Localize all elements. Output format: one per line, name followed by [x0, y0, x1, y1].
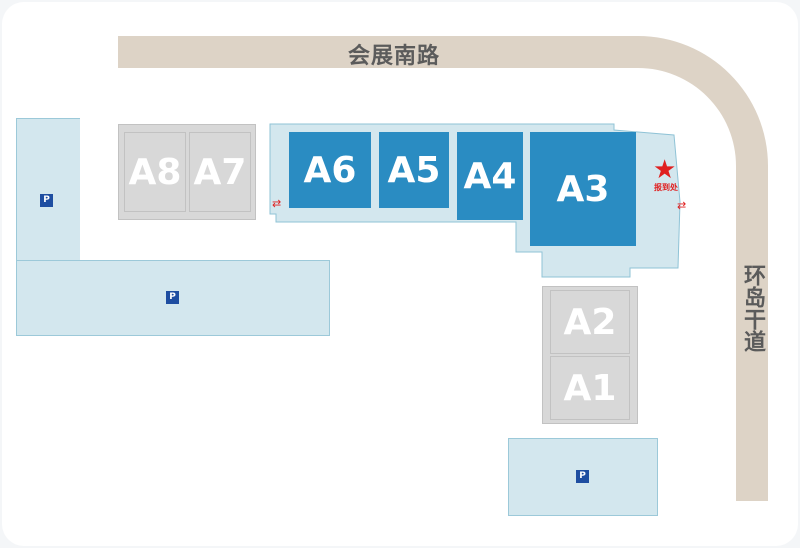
- hall-a8[interactable]: A8: [124, 132, 186, 212]
- hall-a5[interactable]: A5: [379, 132, 449, 208]
- hall-a2[interactable]: A2: [550, 290, 630, 354]
- parking-icon: P: [576, 470, 589, 483]
- parking-icon: P: [166, 291, 179, 304]
- road-corner: [638, 36, 768, 166]
- hall-a6[interactable]: A6: [289, 132, 371, 208]
- hall-a4[interactable]: A4: [457, 132, 523, 220]
- hall-a3[interactable]: A3: [530, 132, 636, 246]
- road-north: [118, 36, 638, 68]
- hall-a7[interactable]: A7: [189, 132, 251, 212]
- parking-icon: P: [40, 194, 53, 207]
- registration-label: 报到处: [654, 183, 678, 192]
- road-name-north: 会展南路: [348, 44, 441, 69]
- road-name-east: 环岛干道: [740, 264, 765, 352]
- star-icon[interactable]: ★: [653, 154, 677, 184]
- road-east: [736, 165, 768, 501]
- entrance-arrow-icon: ⇄: [677, 199, 687, 212]
- entrance-arrow-icon: ⇄: [272, 197, 282, 210]
- hall-a1[interactable]: A1: [550, 356, 630, 420]
